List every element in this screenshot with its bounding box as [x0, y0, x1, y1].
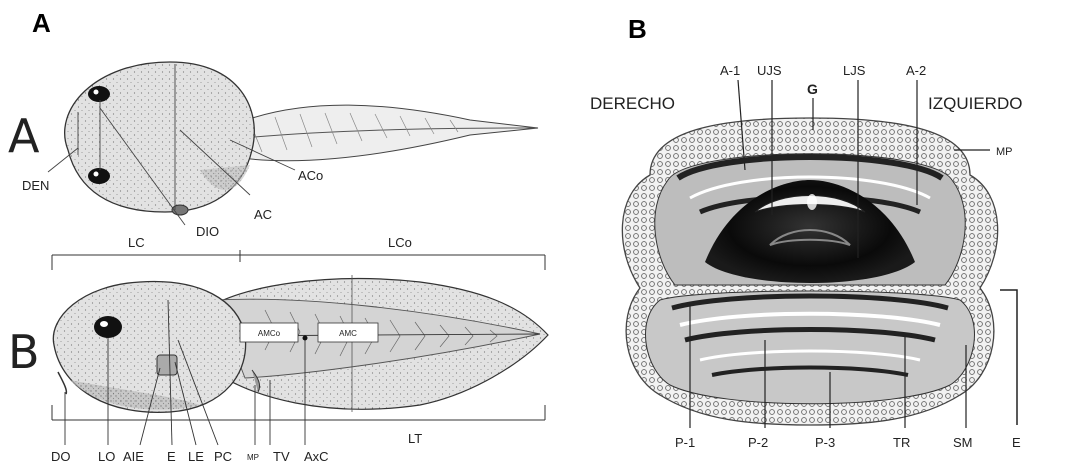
label-sm: SM [953, 435, 973, 450]
label-pc: PC [214, 449, 232, 464]
oral-disc [58, 372, 66, 394]
panel-b-letter: B [628, 14, 647, 44]
label-tv: TV [273, 449, 290, 464]
label-a2: A-2 [906, 63, 926, 78]
panel-a-letter: A [32, 8, 51, 38]
label-mp-disc: MP [996, 146, 1013, 158]
dorsal-view-letter: A [8, 109, 40, 163]
lateral-eye [94, 316, 122, 338]
label-p1: P-1 [675, 435, 695, 450]
label-p3: P-3 [815, 435, 835, 450]
label-amco: AMCo [258, 329, 281, 338]
label-le: LE [188, 449, 204, 464]
lateral-spiracle [157, 355, 177, 375]
label-axc: AxC [304, 449, 329, 464]
label-ujs: UJS [757, 63, 782, 78]
lateral-view-letter: B [8, 325, 40, 379]
label-tr: TR [893, 435, 910, 450]
dorsal-tail [222, 105, 538, 160]
dorsal-eye-right [88, 168, 110, 184]
label-izquierdo: IZQUIERDO [928, 94, 1022, 113]
dorsal-eye-left [88, 86, 110, 102]
label-lt: LT [408, 431, 422, 446]
label-lc: LC [128, 235, 145, 250]
lateral-body [53, 282, 245, 413]
label-p2: P-2 [748, 435, 768, 450]
label-g: G [807, 81, 818, 97]
label-aie: AIE [123, 449, 144, 464]
oral-disc-diagram: DERECHO IZQUIERDO A-1 [590, 63, 1022, 450]
label-lo: LO [98, 449, 115, 464]
label-a1: A-1 [720, 63, 740, 78]
emargination-bracket [1000, 290, 1017, 425]
tadpole-dorsal-view: A DEN DIO AC ACo [8, 62, 538, 239]
label-dio: DIO [196, 224, 219, 239]
label-derecho: DERECHO [590, 94, 675, 113]
label-do: DO [51, 449, 71, 464]
tadpole-lateral-view: B LC LCo LT [8, 235, 548, 464]
label-ac: AC [254, 207, 272, 222]
label-den: DEN [22, 178, 49, 193]
label-amc: AMC [339, 329, 357, 338]
label-aco: ACo [298, 168, 323, 183]
label-ljs: LJS [843, 63, 866, 78]
lower-labium [646, 291, 975, 404]
label-lco: LCo [388, 235, 412, 250]
label-mp-lateral: MP [247, 453, 259, 462]
label-e-lateral: E [167, 449, 176, 464]
label-e-disc: E [1012, 435, 1021, 450]
